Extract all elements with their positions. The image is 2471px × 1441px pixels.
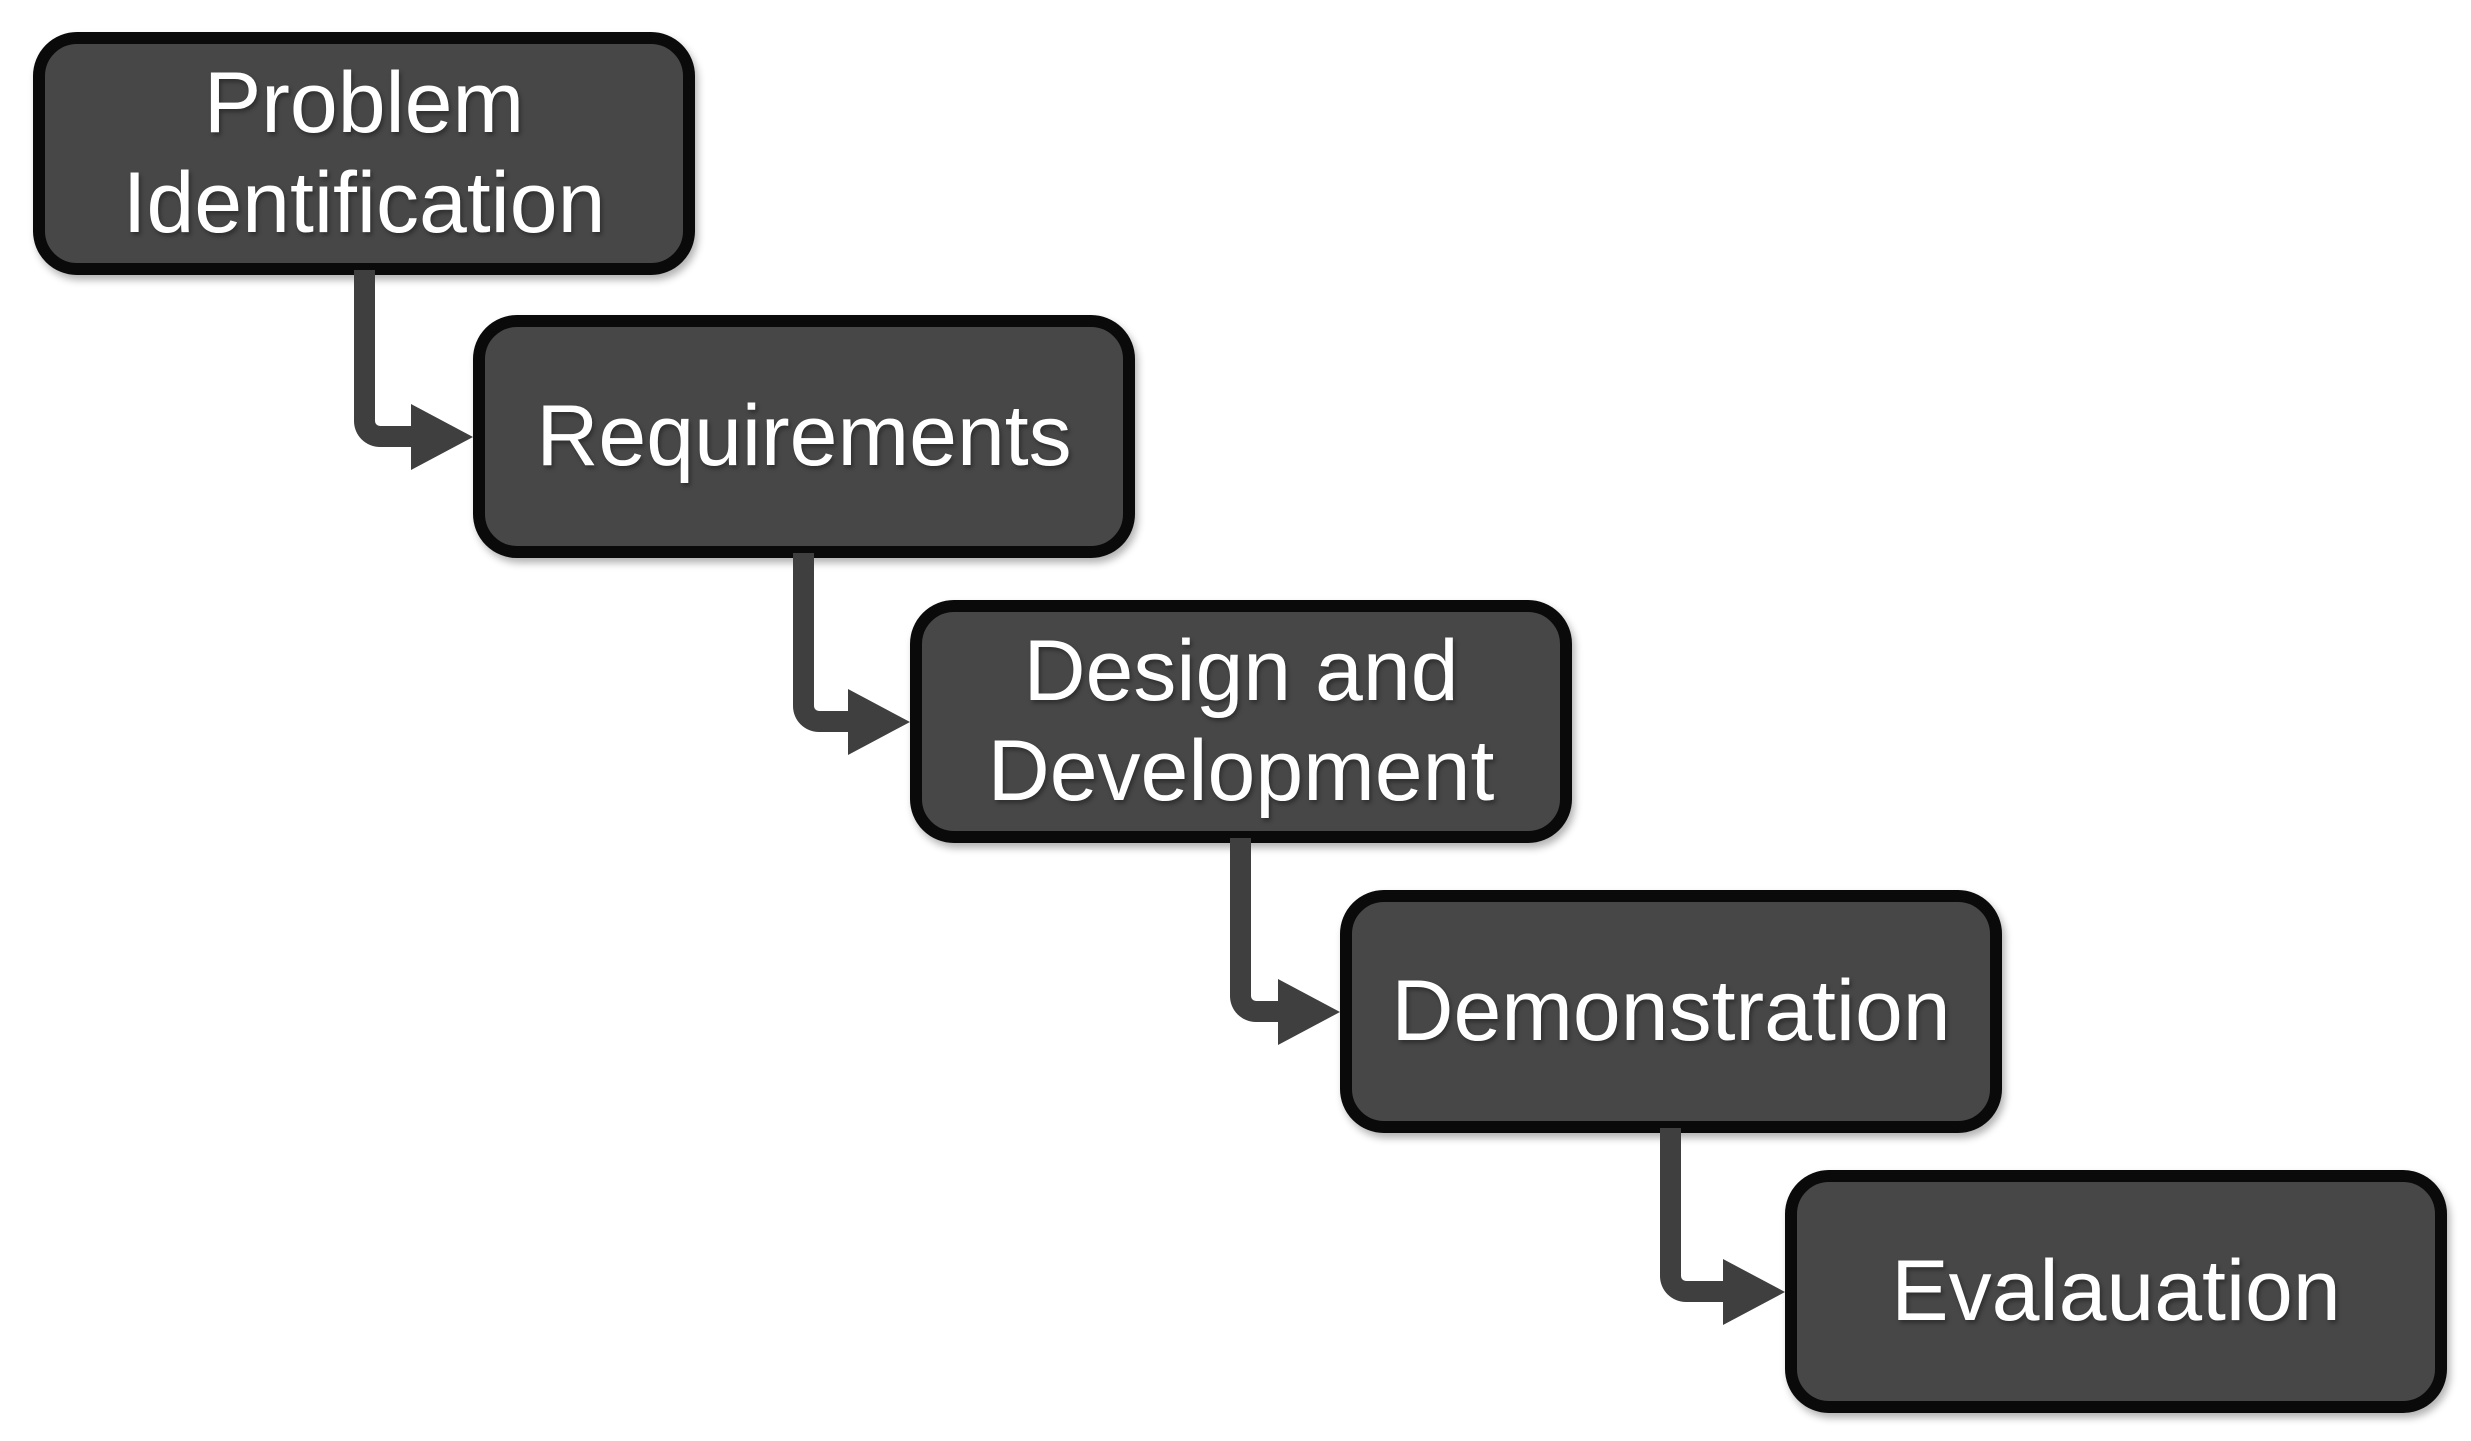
node-label-requirements: Requirements xyxy=(536,387,1072,484)
node-label-demonstration: Demonstration xyxy=(1391,962,1951,1059)
node-label-evalauation: Evalauation xyxy=(1891,1242,2341,1339)
flow-node-problem-identification: Problem Identification xyxy=(33,32,695,275)
flow-node-demonstration: Demonstration xyxy=(1340,890,2002,1133)
connector-2-arrowhead-icon xyxy=(848,689,910,755)
connector-1-arrowhead-icon xyxy=(411,404,473,470)
flow-node-design-and-development: Design and Development xyxy=(910,600,1572,843)
flow-node-requirements: Requirements xyxy=(473,315,1135,558)
connector-2-elbow-line xyxy=(793,553,856,732)
node-label-problem-identification: Problem Identification xyxy=(122,54,606,251)
connector-1-elbow-line xyxy=(354,270,419,447)
flow-node-evalauation: Evalauation xyxy=(1785,1170,2447,1413)
node-label-design-and-development: Design and Development xyxy=(987,622,1495,819)
connector-3-arrowhead-icon xyxy=(1278,979,1340,1045)
connector-3-elbow-line xyxy=(1230,838,1286,1022)
connector-4-elbow-line xyxy=(1660,1128,1731,1302)
connector-4-arrowhead-icon xyxy=(1723,1259,1785,1325)
